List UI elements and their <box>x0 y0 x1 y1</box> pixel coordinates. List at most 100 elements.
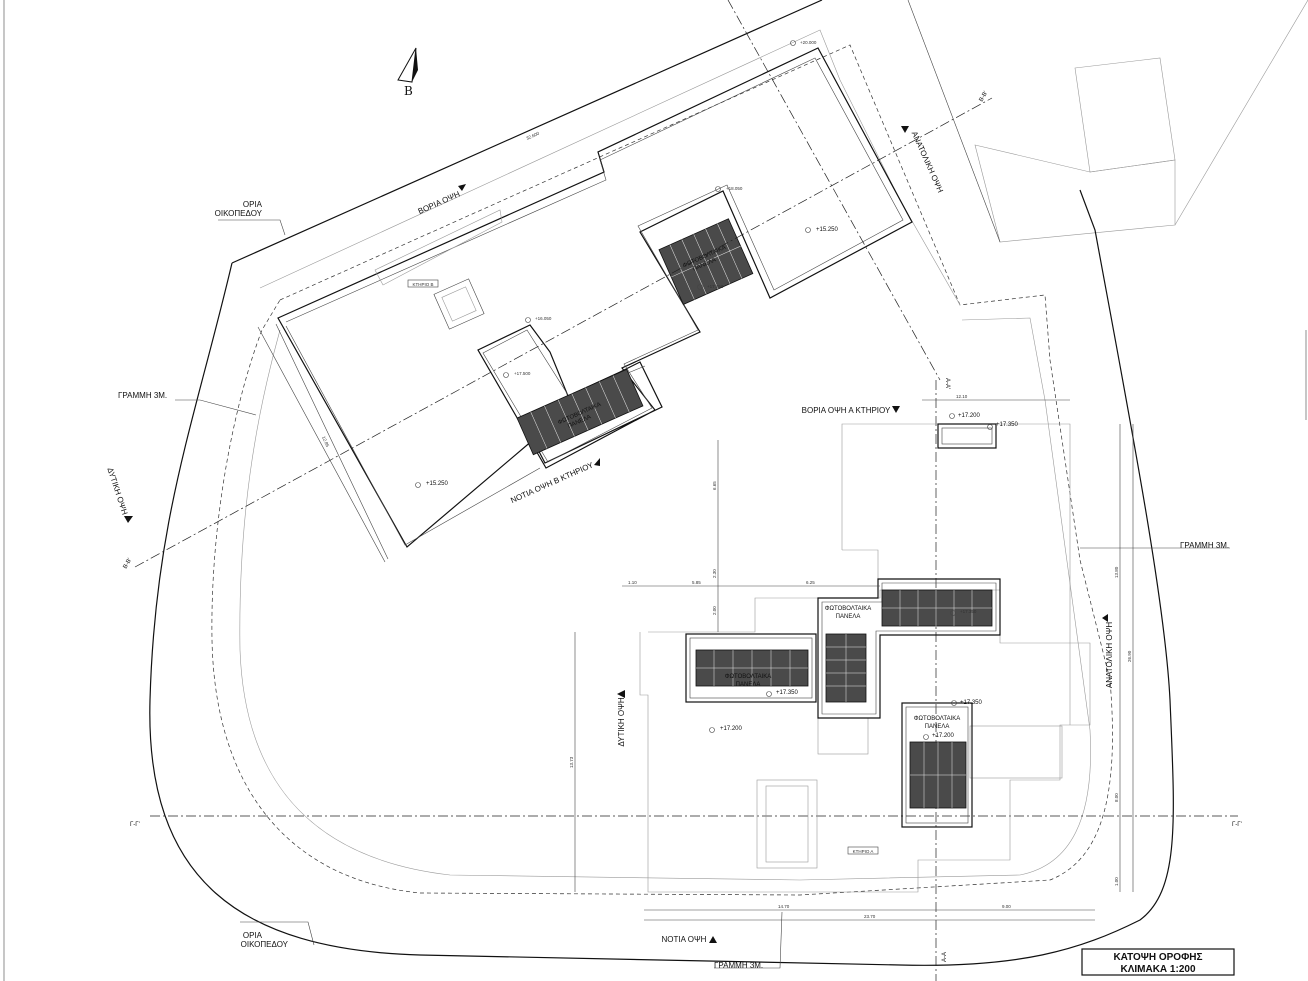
elevation-arrow-icon <box>1102 614 1108 622</box>
elevation-arrow-icon <box>892 406 900 413</box>
pv-array-a4 <box>909 741 967 809</box>
building-b-dim-line <box>257 326 386 563</box>
section-line-bb <box>134 97 993 568</box>
neighbour-edge <box>1174 0 1308 226</box>
north-letter: Β <box>404 84 413 98</box>
dim-label: 1.10 <box>628 580 637 585</box>
inner-offset-line <box>239 29 1091 881</box>
pv-array-a3 <box>825 633 867 703</box>
level-marker: +15.250 <box>415 481 449 488</box>
level-marker: +17.350 <box>951 700 983 706</box>
section-label-aa-bottom: Α-Α <box>942 952 948 962</box>
dim-label: 6.65 <box>712 481 717 490</box>
pv-label-a1-line2: ΠΑΝΕΛΑ <box>736 682 761 688</box>
roof-block-a2 <box>817 578 1001 719</box>
building-b-skylight <box>433 278 485 330</box>
building-a-courtyard-inner <box>765 785 809 863</box>
level-marker: +17.950 <box>697 284 724 290</box>
north-arrow-icon: Β <box>397 47 418 98</box>
neighbour-structure-2 <box>974 144 1176 243</box>
level-marker: +17.350 <box>987 422 1019 430</box>
building-a-terrace <box>969 725 1063 779</box>
building-b-south-wall <box>285 325 541 546</box>
building-b-outline <box>277 47 913 548</box>
title-line2: ΚΛΙΜΑΚΑ 1:200 <box>1120 964 1195 975</box>
pv-array-a1 <box>695 649 809 687</box>
svg-text:+15.250: +15.250 <box>426 481 449 487</box>
section-label-aa-top: Α-Α' <box>944 378 950 389</box>
plot-edge-east-upper <box>907 0 1001 243</box>
svg-text:+17.200: +17.200 <box>932 733 955 739</box>
building-b-dim-width: 12.85 <box>321 435 330 448</box>
dim-label: 9.00 <box>1002 904 1011 909</box>
section-line-aa-upper <box>727 0 941 381</box>
plot-boundary-label-bottom-2: ΟΙΚΟΠΕΔΟΥ <box>241 940 289 949</box>
svg-text:+17.200: +17.200 <box>958 413 981 419</box>
roof-block-a3 <box>901 702 973 828</box>
building-b-dim-length: 32.600 <box>525 131 540 141</box>
dim-label: 26.90 <box>1127 650 1132 662</box>
pv-array-a2 <box>881 589 993 627</box>
dim-label: 1.00 <box>1114 877 1119 886</box>
building-a-lower-outline <box>639 589 1091 893</box>
neighbour-structure-1 <box>1074 57 1176 173</box>
level-marker: +17.200 <box>923 733 955 740</box>
svg-text:+17.350: +17.350 <box>996 422 1019 428</box>
svg-text:+17.350: +17.350 <box>776 690 799 696</box>
building-b-tag: ΚΤΗΡΙΟ Β <box>412 282 433 287</box>
pv-label-a4-line2: ΠΑΝΕΛΑ <box>925 724 950 730</box>
roof-block-a1-inner <box>689 637 813 699</box>
plot-boundary-label-top-2: ΟΙΚΟΠΕΔΟΥ <box>215 209 263 218</box>
building-a-void <box>817 717 869 755</box>
plot-boundary-label-top-1: ΟΡΙΑ <box>243 200 263 209</box>
section-label-gg-left: Γ-Γ' <box>130 822 140 828</box>
elevation-arrow-icon <box>594 458 600 466</box>
dim-label: 13.73 <box>569 756 574 768</box>
dim-label: 8.00 <box>1114 793 1119 802</box>
building-b-parapet <box>374 209 503 286</box>
svg-text:+17.500: +17.500 <box>514 371 531 376</box>
building-a-east-elevation-label: ΑΝΑΤΟΛΙΚΗ ΟΨΗ <box>1105 622 1114 688</box>
pv-label-a2-line1: ΦΩΤΟΒΟΛΤΑΙΚΑ <box>825 606 872 612</box>
section-label-bb-left: Β-Β' <box>123 557 134 570</box>
level-marker: +17.350 <box>766 690 799 697</box>
building-b: ΦΩΤΟΒΟΛΤΑΙΚΑ ΠΑΝΕΛΑ ΦΩΤΟΒΟΛΤΑΙΚΑ ΠΑΝΕΛΑ … <box>105 40 945 563</box>
plot-boundary <box>149 0 1174 966</box>
svg-text:+16.050: +16.050 <box>535 316 552 321</box>
building-b-skylight-inner <box>441 286 477 322</box>
building-a-dimension-lines <box>574 399 1230 921</box>
section-label-bb-top: Β-Β' <box>979 90 990 103</box>
roof-block-a1 <box>685 633 817 703</box>
building-a-tag: ΚΤΗΡΙΟ Α <box>853 849 874 854</box>
elevation-arrow-icon <box>901 126 909 133</box>
building-b-east-elevation-label: ΑΝΑΤΟΛΙΚΗ ΟΨΗ <box>910 130 945 194</box>
level-marker: +18.050 <box>715 186 743 192</box>
roof-block-a4-inner <box>941 427 993 445</box>
svg-text:+15.250: +15.250 <box>816 227 839 233</box>
roof-block-a3-inner <box>905 706 969 824</box>
svg-text:+17.350: +17.350 <box>960 609 977 614</box>
svg-text:+20.000: +20.000 <box>800 40 817 45</box>
setback-label-left: ΓΡΑΜΜΗ 3Μ. <box>118 391 167 400</box>
building-b-north-elevation-label: ΒΟΡΙΑ ΟΨΗ <box>417 189 462 216</box>
level-marker: +16.050 <box>525 316 552 323</box>
pv-array-b2 <box>516 368 644 456</box>
building-a-south-elevation-label: ΝΟΤΙΑ ΟΨΗ <box>662 935 707 944</box>
building-a-west-elevation-label: ΔΥΤΙΚΗ ΟΨΗ <box>617 697 626 746</box>
dim-label: 5.85 <box>692 580 701 585</box>
building-a-north-elevation-label: ΒΟΡΙΑ ΟΨΗ Α ΚΤΗΡΙΟΥ <box>802 406 891 415</box>
elevation-arrow-icon <box>458 184 466 191</box>
level-marker: +15.250 <box>805 227 839 233</box>
pv-label-a4-line1: ΦΩΤΟΒΟΛΤΑΙΚΑ <box>914 716 961 722</box>
title-block-frame <box>1081 948 1235 976</box>
roof-block-a4 <box>937 423 997 449</box>
setback-label-right: ΓΡΑΜΜΗ 3Μ. <box>1180 541 1229 550</box>
title-block: ΚΑΤΟΨΗ ΟΡΟΦΗΣ ΚΛΙΜΑΚΑ 1:200 <box>1081 948 1235 976</box>
building-b-west-wall <box>275 323 389 560</box>
svg-text:+17.200: +17.200 <box>720 726 743 732</box>
building-b-tag-box <box>407 279 439 288</box>
pv-array-b1 <box>658 218 754 305</box>
plot-boundary-label-bottom-1: ΟΡΙΑ <box>243 931 263 940</box>
dim-label: 2.30 <box>712 569 717 578</box>
dim-label: 13.80 <box>1114 566 1119 578</box>
